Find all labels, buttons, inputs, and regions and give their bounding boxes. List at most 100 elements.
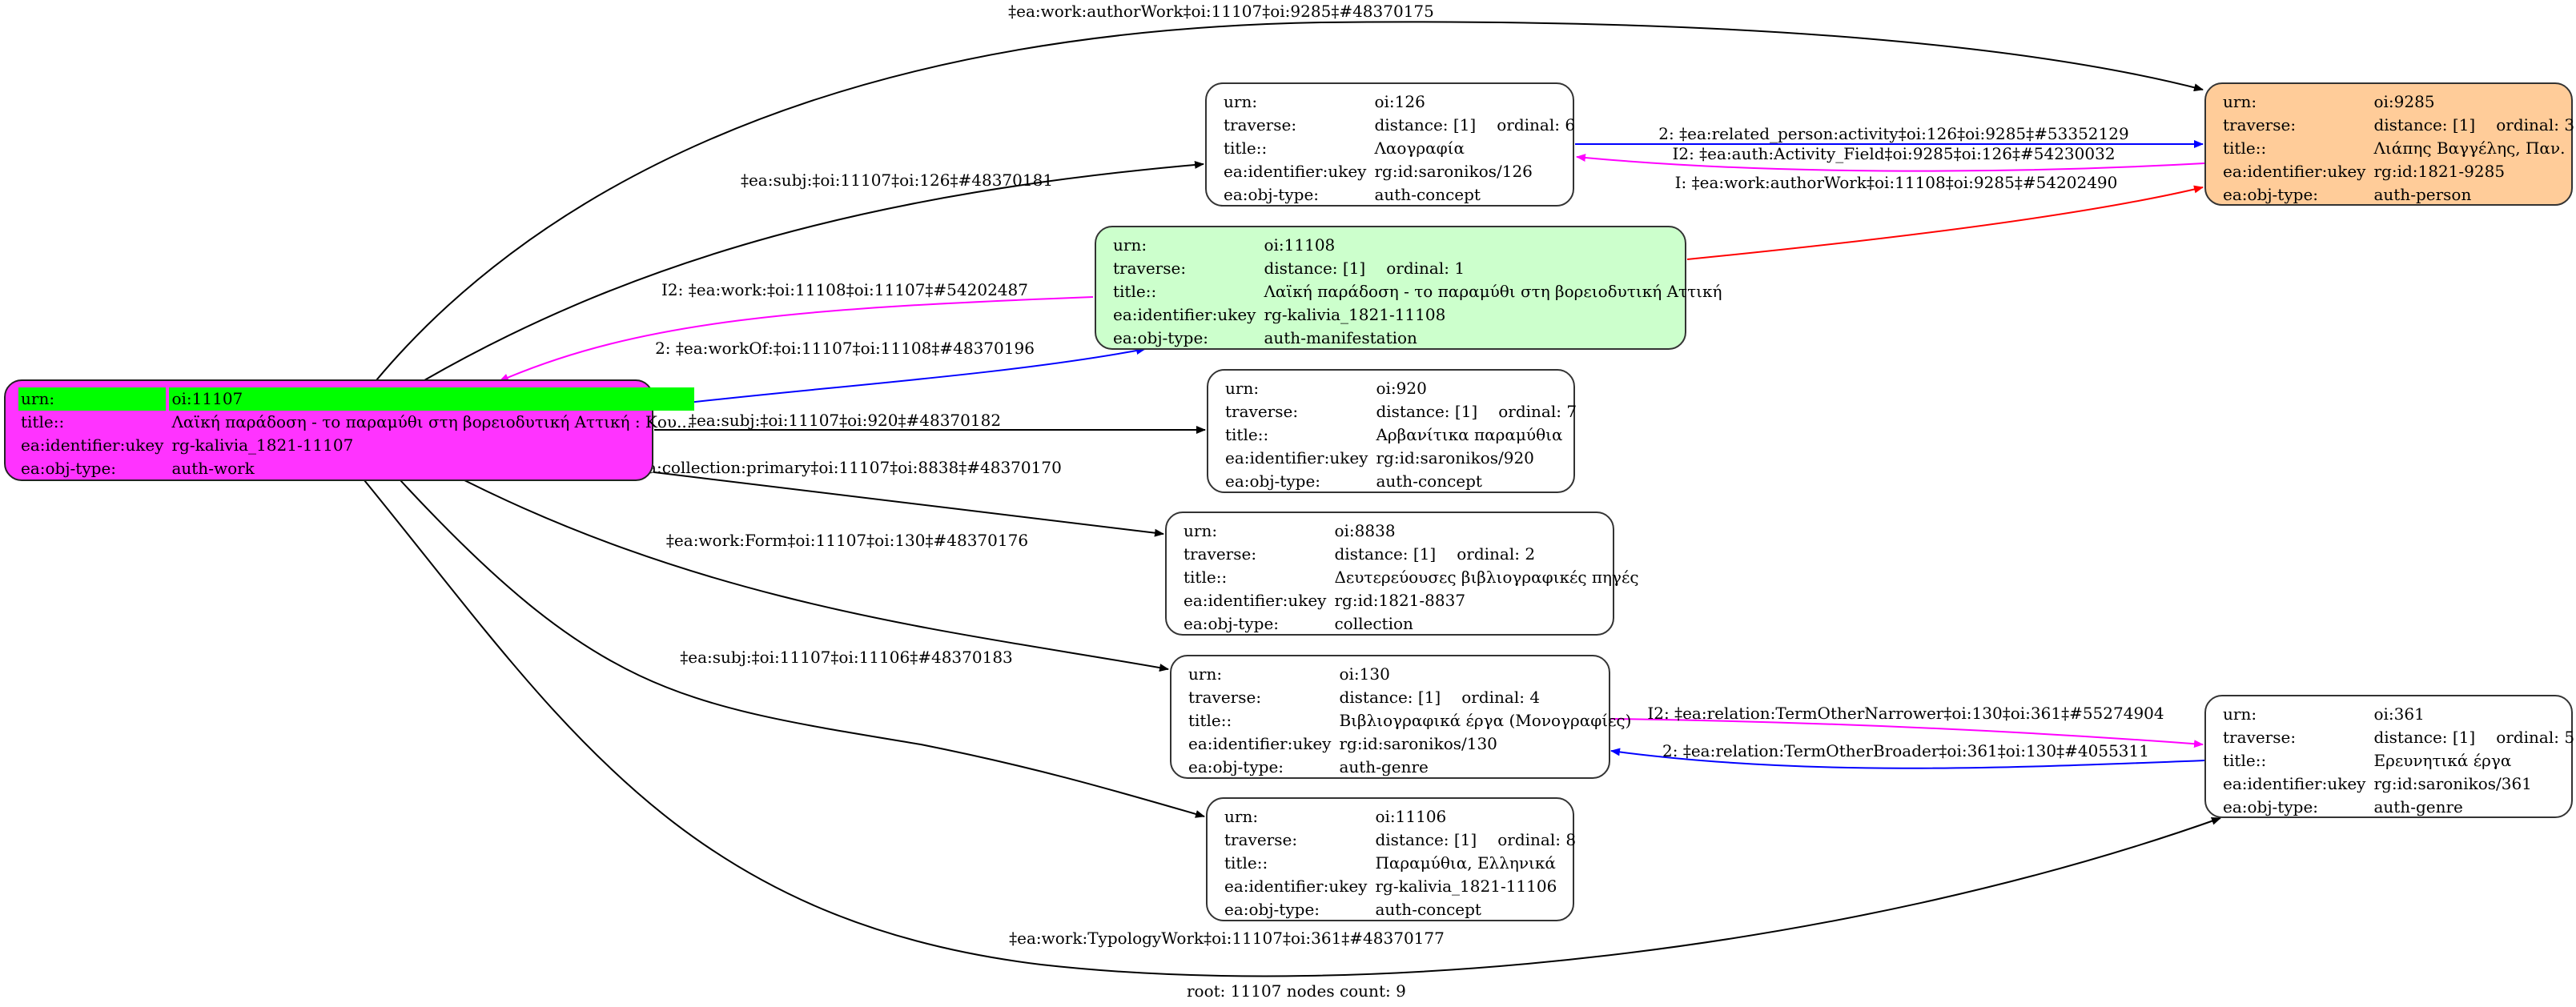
row-key: ea:obj-type:	[1224, 900, 1320, 919]
node-row-urn: urn: oi:11107	[18, 387, 695, 411]
distance-value: distance: [1]	[1339, 688, 1441, 707]
ordinal-value: ordinal: 7	[1498, 402, 1577, 421]
row-value: auth-concept	[1374, 185, 1481, 204]
row-key: traverse:	[1224, 830, 1298, 849]
row-key: ea:identifier:ukey	[1224, 162, 1367, 181]
node-row-traverse: traverse:distance: [1]ordinal: 6	[1221, 114, 1577, 137]
row-value: Αρβανίτικα παραμύθια	[1376, 425, 1563, 444]
edge-label-subj-920: ‡ea:subj:‡oi:11107‡oi:920‡#48370182	[688, 411, 1002, 430]
row-value: oi:126	[1374, 92, 1425, 111]
distance-value: distance: [1]	[1375, 830, 1477, 849]
row-key: urn:	[1224, 92, 1258, 111]
row-key: traverse:	[1188, 688, 1262, 707]
row-value: rg:id:saronikos/126	[1374, 162, 1533, 181]
row-key: ea:identifier:ukey	[1184, 591, 1327, 610]
row-key: traverse:	[2223, 728, 2297, 747]
node-row-title: title::Βιβλιογραφικά έργα (Μονογραφίες)	[1186, 709, 1634, 732]
row-key: urn:	[2223, 704, 2257, 724]
row-value: oi:8838	[1334, 521, 1396, 540]
graph-footer: root: 11107 nodes count: 9	[1187, 981, 1406, 1001]
distance-value: distance: [1]	[2373, 728, 2476, 747]
node-root-11107[interactable]: urn: oi:11107 title:: Λαϊκή παράδοση - τ…	[4, 379, 695, 481]
node-row-traverse: traverse:distance: [1]ordinal: 2	[1181, 543, 1642, 566]
row-value: oi:361	[2373, 704, 2425, 724]
row-value: rg-kalivia_1821-11107	[171, 435, 354, 455]
node-row-urn: urn:oi:8838	[1181, 520, 1642, 543]
edge-broader	[1610, 748, 2205, 769]
node-row-title: title::Αρβανίτικα παραμύθια	[1223, 423, 1579, 447]
row-key: title::	[2223, 138, 2267, 158]
row-key: traverse:	[1224, 115, 1297, 134]
row-value: Λαϊκή παράδοση - το παραμύθι στη βορειοδ…	[171, 412, 693, 431]
node-row-urn: urn: oi:126	[1221, 90, 1577, 114]
node-row-title: title::Λιάπης Βαγγέλης, Παν.	[2220, 137, 2576, 160]
row-key: urn:	[1188, 664, 1223, 684]
row-value: distance: [1]ordinal: 5	[2371, 726, 2576, 749]
row-key: traverse:	[1225, 402, 1299, 421]
row-key: ea:identifier:ukey	[2223, 774, 2366, 793]
row-value: rg:id:1821-9285	[2373, 162, 2506, 181]
row-key: title::	[1188, 711, 1232, 730]
distance-value: distance: [1]	[1264, 259, 1366, 278]
node-row-urn: urn:oi:11108	[1111, 234, 1724, 257]
row-value: oi:920	[1376, 379, 1427, 398]
row-value: Λαϊκή παράδοση - το παραμύθι στη βορειοδ…	[1264, 282, 1722, 301]
edge-narrower	[1610, 718, 2204, 748]
edge-label-collection: ‡ea:collection:primary‡oi:11107‡oi:8838‡…	[629, 458, 1062, 477]
node-11108[interactable]: urn:oi:11108 traverse: distance: [1] ordina…	[1095, 226, 1722, 350]
node-row-objtype: ea:obj-type:auth-manifestation	[1111, 327, 1724, 350]
row-key: ea:identifier:ukey	[1188, 734, 1332, 753]
node-table: urn: oi:361 traverse: distance: [1]ordinal:…	[2217, 703, 2576, 819]
node-361[interactable]: urn: oi:361 traverse: distance: [1]ordinal:…	[2204, 695, 2576, 819]
ordinal-value: ordinal: 2	[1457, 544, 1536, 564]
row-value: Λιάπης Βαγγέλης, Παν.	[2373, 138, 2566, 158]
node-row-title: title:: Λαϊκή παράδοση - το παραμύθι στη…	[18, 411, 694, 434]
edge-label-authorwork-root: ‡ea:work:authorWork‡oi:11107‡oi:9285‡#48…	[1008, 2, 1434, 21]
row-value: Βιβλιογραφικά έργα (Μονογραφίες)	[1339, 711, 1632, 730]
row-value: distance: [1] ordinal: 1	[1261, 257, 1724, 280]
edge-workof	[653, 347, 1146, 407]
node-table: urn: oi:11107 title:: Λαϊκή παράδοση - τ…	[15, 387, 697, 480]
node-row-traverse: traverse: distance: [1]ordinal: 5	[2220, 726, 2576, 749]
row-key: urn:	[1225, 379, 1260, 398]
row-value: distance: [1]ordinal: 3	[2371, 114, 2576, 137]
row-key: traverse:	[1184, 544, 1257, 564]
edge-form	[464, 479, 1169, 672]
node-row-objtype: ea:obj-type:auth-genre	[2220, 796, 2576, 819]
node-row-traverse: traverse:distance: [1]ordinal: 3	[2220, 114, 2576, 137]
row-key: ea:obj-type:	[21, 459, 117, 478]
row-key: ea:obj-type:	[2223, 797, 2319, 816]
row-key: title::	[1184, 568, 1228, 587]
edge-label-related-person: 2: ‡ea:related_person:activity‡oi:126‡oi…	[1658, 124, 2129, 143]
edge-subj-11106	[400, 479, 1205, 818]
edge-label-subj-11106: ‡ea:subj:‡oi:11107‡oi:11106‡#48370183	[680, 648, 1013, 667]
edge-label-narrower: I2: ‡ea:relation:TermOtherNarrower‡oi:13…	[1647, 704, 2164, 723]
edge-label-typology: ‡ea:work:TypologyWork‡oi:11107‡oi:361‡#4…	[1009, 929, 1445, 948]
row-value: auth-concept	[1375, 900, 1481, 919]
row-value: oi:130	[1339, 664, 1390, 684]
ordinal-value: ordinal: 1	[1386, 259, 1465, 278]
row-value: auth-work	[171, 459, 255, 478]
node-row-traverse: traverse:distance: [1]ordinal: 8	[1222, 828, 1578, 852]
edge-authorwork-root	[376, 21, 2204, 381]
row-value: Δευτερεύουσες βιβλιογραφικές πηγές	[1334, 568, 1639, 587]
row-key: traverse:	[1113, 259, 1187, 278]
node-126[interactable]: urn: oi:126 traverse:distance: [1]ordinal:…	[1205, 82, 1575, 207]
node-row-title: title::Λαϊκή παράδοση - το παραμύθι στη …	[1111, 280, 1724, 303]
node-table: urn: oi:126 traverse:distance: [1]ordinal:…	[1218, 90, 1581, 207]
row-value: auth-genre	[1339, 757, 1429, 776]
edge-authorwork-11108	[1686, 185, 2204, 260]
row-value: oi:11108	[1264, 235, 1336, 255]
edge-collection	[653, 471, 1164, 537]
